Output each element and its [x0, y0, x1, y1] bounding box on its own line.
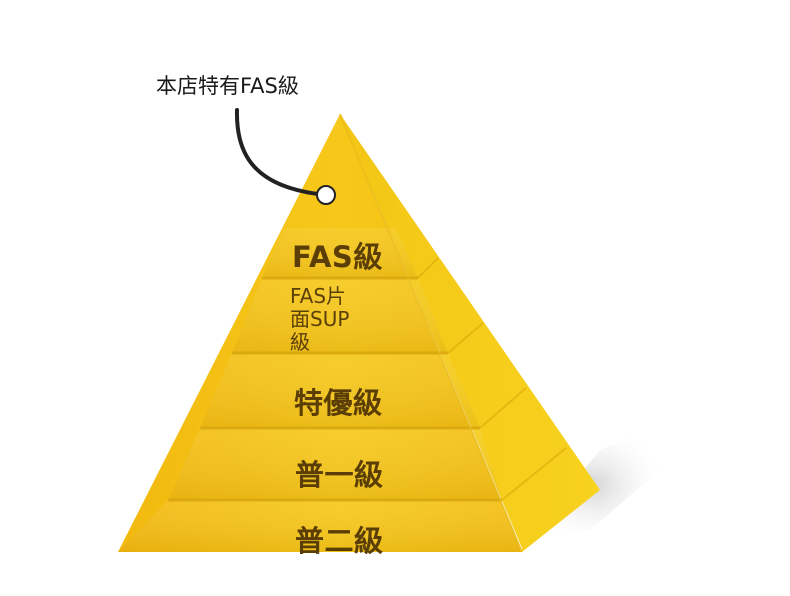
callout-marker	[316, 185, 336, 205]
tier-label-1: FAS級	[292, 240, 383, 274]
tier-band-2	[232, 278, 448, 353]
tier-label-4: 普一級	[295, 458, 384, 492]
tier-label-2: FAS片 面SUP 級	[290, 284, 350, 354]
pyramid-ridge	[339, 113, 523, 553]
side-dividers	[417, 257, 567, 501]
tier-band-4	[168, 428, 502, 500]
tier-label-3: 特優級	[294, 386, 383, 420]
callout-label: 本店特有FAS級	[156, 74, 299, 98]
tier-dividers	[168, 276, 502, 502]
tier-label-5: 普二級	[295, 524, 384, 558]
callout-line	[234, 108, 320, 196]
tier-band-1	[262, 228, 418, 278]
tier-band-3	[200, 353, 480, 428]
tier-band-5	[118, 500, 522, 552]
tier-bands	[118, 228, 522, 552]
